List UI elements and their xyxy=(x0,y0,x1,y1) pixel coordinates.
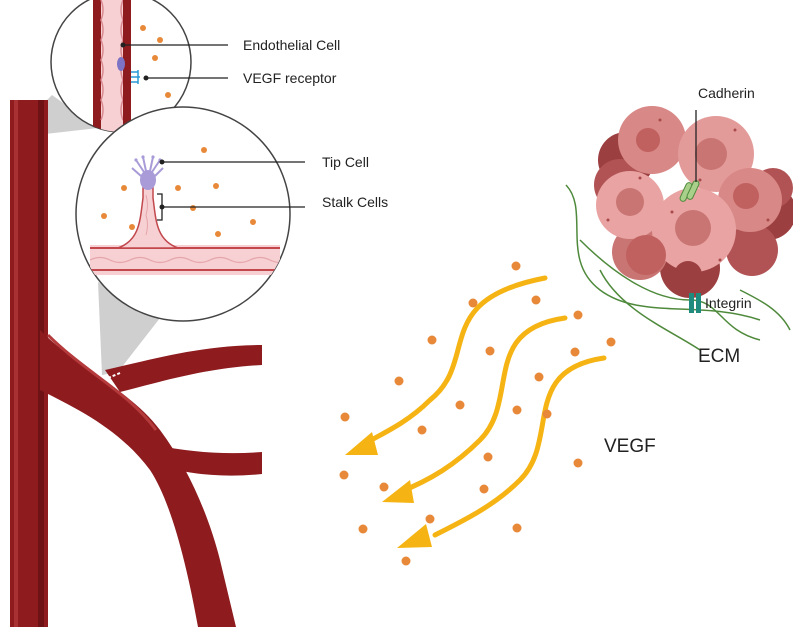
label-integrin: Integrin xyxy=(705,295,752,311)
label-vegf-receptor: VEGF receptor xyxy=(243,70,337,86)
label-stalk-cells: Stalk Cells xyxy=(322,194,388,210)
label-tip-cell-group: Tip Cell xyxy=(159,154,369,170)
vessel-wall-zoom-icon xyxy=(50,0,192,133)
vegf-arrow-1 xyxy=(359,275,548,448)
vegf-gradient-arrows-icon xyxy=(345,275,607,548)
integrin-icon: Integrin xyxy=(689,293,752,313)
receptor-cell xyxy=(117,57,125,71)
cadherin-icon: Cadherin xyxy=(679,85,755,202)
label-endothelial-cell-group: Endothelial Cell xyxy=(120,37,340,53)
label-ecm: ECM xyxy=(698,346,740,367)
label-cadherin: Cadherin xyxy=(698,85,755,101)
vegf-particles xyxy=(339,261,616,566)
sprouting-vessel-zoom-icon xyxy=(75,106,291,322)
stalk-cells-icon xyxy=(117,187,179,249)
label-tip-cell: Tip Cell xyxy=(322,154,369,170)
tip-cell-icon xyxy=(131,155,164,190)
vegf-arrow-3 xyxy=(432,355,607,538)
label-vegf: VEGF xyxy=(604,436,656,457)
vegf-receptor-icon xyxy=(131,70,140,84)
label-vegf-receptor-group: VEGF receptor xyxy=(143,70,337,86)
vessel-branch-main xyxy=(40,330,236,627)
blood-vessel-icon xyxy=(10,95,262,627)
vessel-branch-upper xyxy=(105,345,262,392)
label-stalk-cells-group: Stalk Cells xyxy=(157,193,388,221)
zoom-cone-bottom xyxy=(98,282,160,375)
tumor-cell-cluster-icon xyxy=(594,106,793,298)
vegf-arrow-2 xyxy=(397,315,568,495)
label-endothelial-cell: Endothelial Cell xyxy=(243,37,340,53)
vessel-branch-middle xyxy=(155,445,262,476)
